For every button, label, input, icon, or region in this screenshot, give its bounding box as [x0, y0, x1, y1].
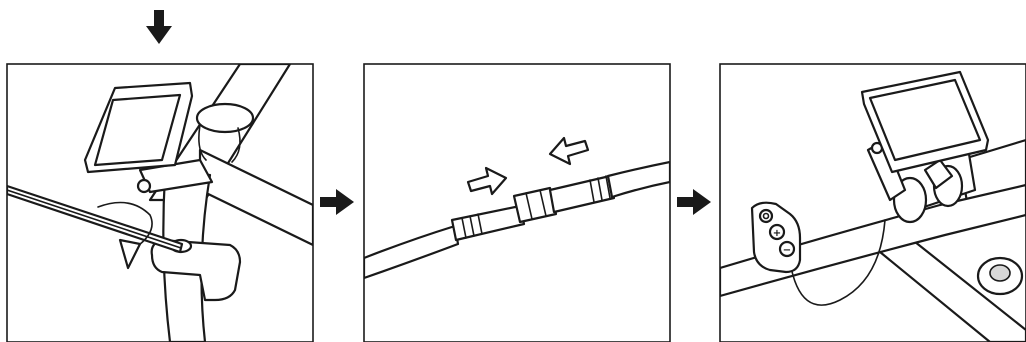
right-arrow-icon: [677, 189, 711, 215]
upper-clamp: [197, 104, 253, 132]
down-arrow-icon: [146, 10, 172, 44]
svg-text:−: −: [783, 245, 791, 256]
bolt-cap: [978, 258, 1022, 294]
power-icon: [760, 210, 772, 222]
minus-button: −: [780, 242, 794, 256]
right-arrow-icon: [320, 189, 354, 215]
panel-step-1: [7, 64, 313, 342]
plus-button: +: [770, 225, 784, 239]
panel-step-3: + −: [720, 64, 1026, 342]
svg-text:+: +: [773, 228, 781, 239]
panel-step-2: [364, 64, 670, 342]
